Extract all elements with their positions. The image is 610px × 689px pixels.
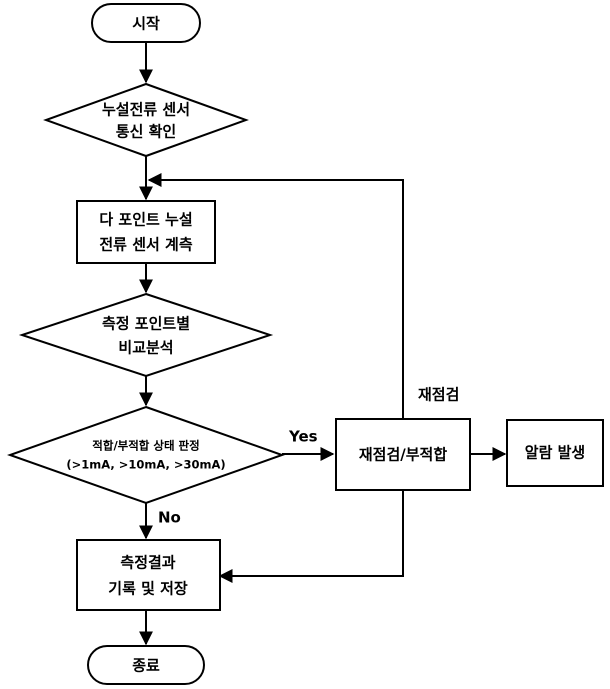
compare-label-line2: 비교분석 — [118, 339, 173, 357]
edge-label-recheck: 재점검 — [418, 386, 459, 404]
record-label-line1: 측정결과 — [120, 554, 175, 572]
judge-decision: 적합/부적합 상태 판정 (>1mA, >10mA, >30mA) — [6, 405, 286, 505]
measure-process: 다 포인트 누설 전류 센서 계측 — [76, 200, 216, 264]
record-process: 측정결과 기록 및 저장 — [76, 539, 221, 611]
compare-decision: 측정 포인트별 비교분석 — [18, 292, 274, 378]
end-label: 종료 — [132, 657, 160, 675]
recheck-label: 재점검/부적합 — [359, 446, 447, 464]
alarm-process: 알람 발생 — [506, 419, 604, 487]
edge-label-no: No — [158, 509, 181, 527]
connectors — [139, 42, 507, 646]
comm-check-label-line2: 통신 확인 — [116, 123, 176, 141]
edge-label-yes: Yes — [288, 428, 318, 446]
judge-label-line1: 적합/부적합 상태 판정 — [92, 439, 199, 453]
compare-label-line1: 측정 포인트별 — [102, 315, 190, 333]
measure-label-line1: 다 포인트 누설 — [99, 211, 192, 229]
start-label: 시작 — [132, 15, 160, 33]
edge-recheck-to-record — [218, 490, 404, 583]
record-label-line2: 기록 및 저장 — [108, 580, 188, 598]
judge-label-line2: (>1mA, >10mA, >30mA) — [66, 458, 225, 472]
edge-recheck-loop — [147, 173, 404, 419]
start-node: 시작 — [91, 3, 201, 43]
alarm-label: 알람 발생 — [525, 444, 585, 462]
comm-check-label-line1: 누설전류 센서 — [102, 101, 190, 119]
end-node: 종료 — [87, 645, 205, 685]
recheck-process: 재점검/부적합 — [335, 418, 471, 491]
comm-check-decision: 누설전류 센서 통신 확인 — [43, 82, 249, 158]
measure-label-line2: 전류 센서 계측 — [99, 236, 192, 254]
